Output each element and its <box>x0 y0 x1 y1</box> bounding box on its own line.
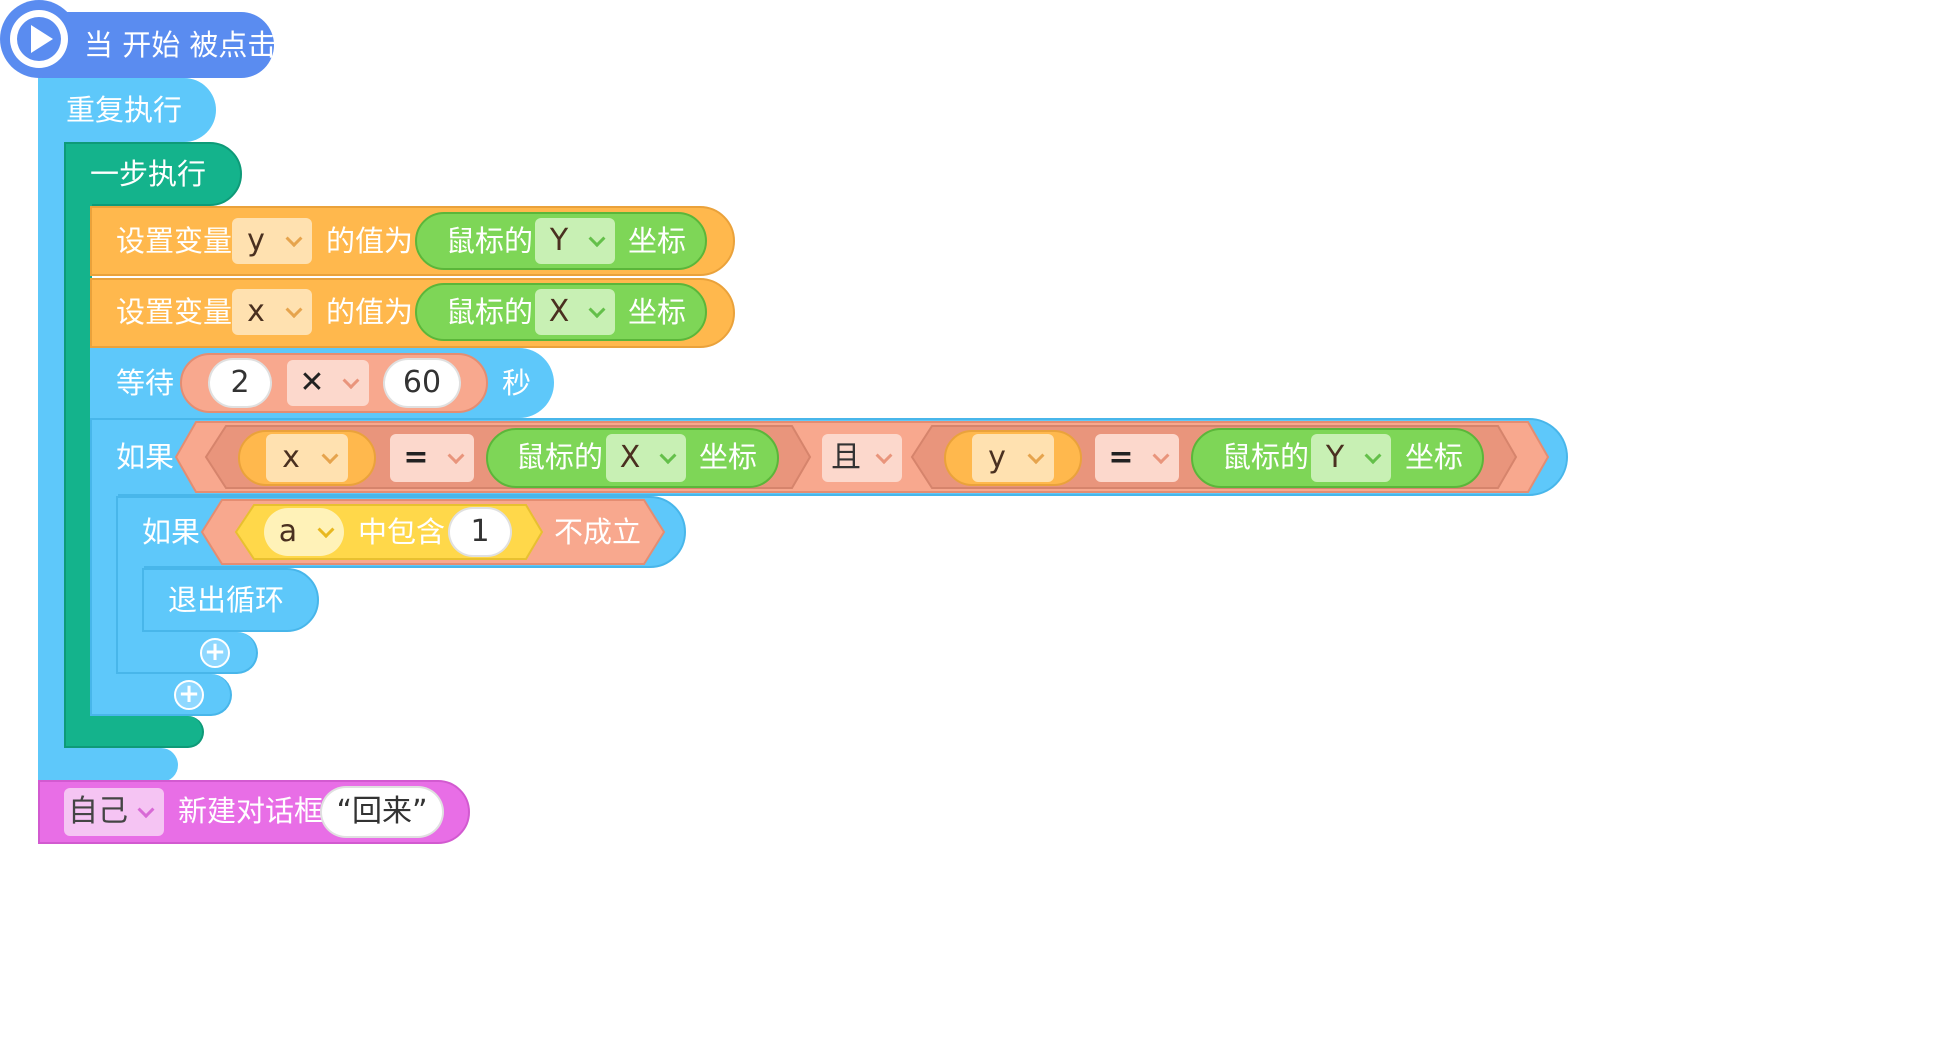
mouse-of-label: 鼠标的 <box>446 295 534 329</box>
mouse-of-label: 鼠标的 <box>1222 440 1310 474</box>
variable-dropdown-y[interactable]: y <box>232 218 312 264</box>
coordinate-label: 坐标 <box>1405 440 1464 474</box>
chevron-down-icon <box>137 801 155 819</box>
variable-dropdown-x[interactable]: x <box>232 289 312 335</box>
one-step-label: 一步执行 <box>90 157 207 191</box>
set-variable-label: 设置变量 <box>116 224 233 258</box>
number-input-left[interactable]: 2 <box>208 358 272 408</box>
list-dropdown-a[interactable]: a <box>264 508 344 556</box>
not-true-label: 不成立 <box>554 515 642 549</box>
new-dialog-label: 新建对话框 <box>178 794 324 828</box>
wait-label: 等待 <box>116 366 175 400</box>
play-icon <box>0 0 78 78</box>
set-variable-label: 设置变量 <box>116 295 233 329</box>
target-dropdown[interactable]: 自己 <box>64 788 164 836</box>
hat-label: 当 开始 被点击 <box>84 28 277 62</box>
equals-icon: = <box>1108 440 1134 475</box>
if-label: 如果 <box>142 515 201 549</box>
break-label: 退出循环 <box>168 583 285 617</box>
coordinate-label: 坐标 <box>699 440 758 474</box>
value-of-label: 的值为 <box>326 295 414 329</box>
axis-dropdown-x[interactable]: X <box>606 434 686 482</box>
one-step-block[interactable] <box>64 142 242 206</box>
seconds-label: 秒 <box>502 366 532 400</box>
value-of-label: 的值为 <box>326 224 414 258</box>
break-loop-block[interactable] <box>142 568 319 632</box>
item-input[interactable]: 1 <box>448 507 512 557</box>
coordinate-label: 坐标 <box>628 295 687 329</box>
axis-dropdown-y[interactable]: Y <box>535 218 615 264</box>
contains-label: 中包含 <box>358 515 446 549</box>
axis-dropdown-x[interactable]: X <box>535 289 615 335</box>
operator-dropdown[interactable]: ✕ <box>287 360 369 406</box>
coordinate-label: 坐标 <box>628 224 687 258</box>
axis-dropdown-y[interactable]: Y <box>1311 434 1391 482</box>
number-input-right[interactable]: 60 <box>383 358 461 408</box>
equals-dropdown[interactable]: = <box>1095 434 1179 482</box>
equals-dropdown[interactable]: = <box>390 434 474 482</box>
repeat-label: 重复执行 <box>66 93 183 127</box>
variable-dropdown-x[interactable]: x <box>266 434 348 482</box>
variable-dropdown-y[interactable]: y <box>972 434 1054 482</box>
if-label: 如果 <box>116 440 175 474</box>
add-branch-icon[interactable]: + <box>174 680 204 710</box>
mouse-of-label: 鼠标的 <box>516 440 604 474</box>
multiply-icon: ✕ <box>299 365 325 400</box>
dialog-text-input[interactable]: “回来” <box>320 786 444 838</box>
add-branch-icon[interactable]: + <box>200 638 230 668</box>
equals-icon: = <box>403 440 429 475</box>
logic-dropdown[interactable]: 且 <box>822 434 902 482</box>
chevron-down-icon <box>317 521 335 539</box>
mouse-of-label: 鼠标的 <box>446 224 534 258</box>
repeat-forever-block[interactable] <box>38 78 216 142</box>
